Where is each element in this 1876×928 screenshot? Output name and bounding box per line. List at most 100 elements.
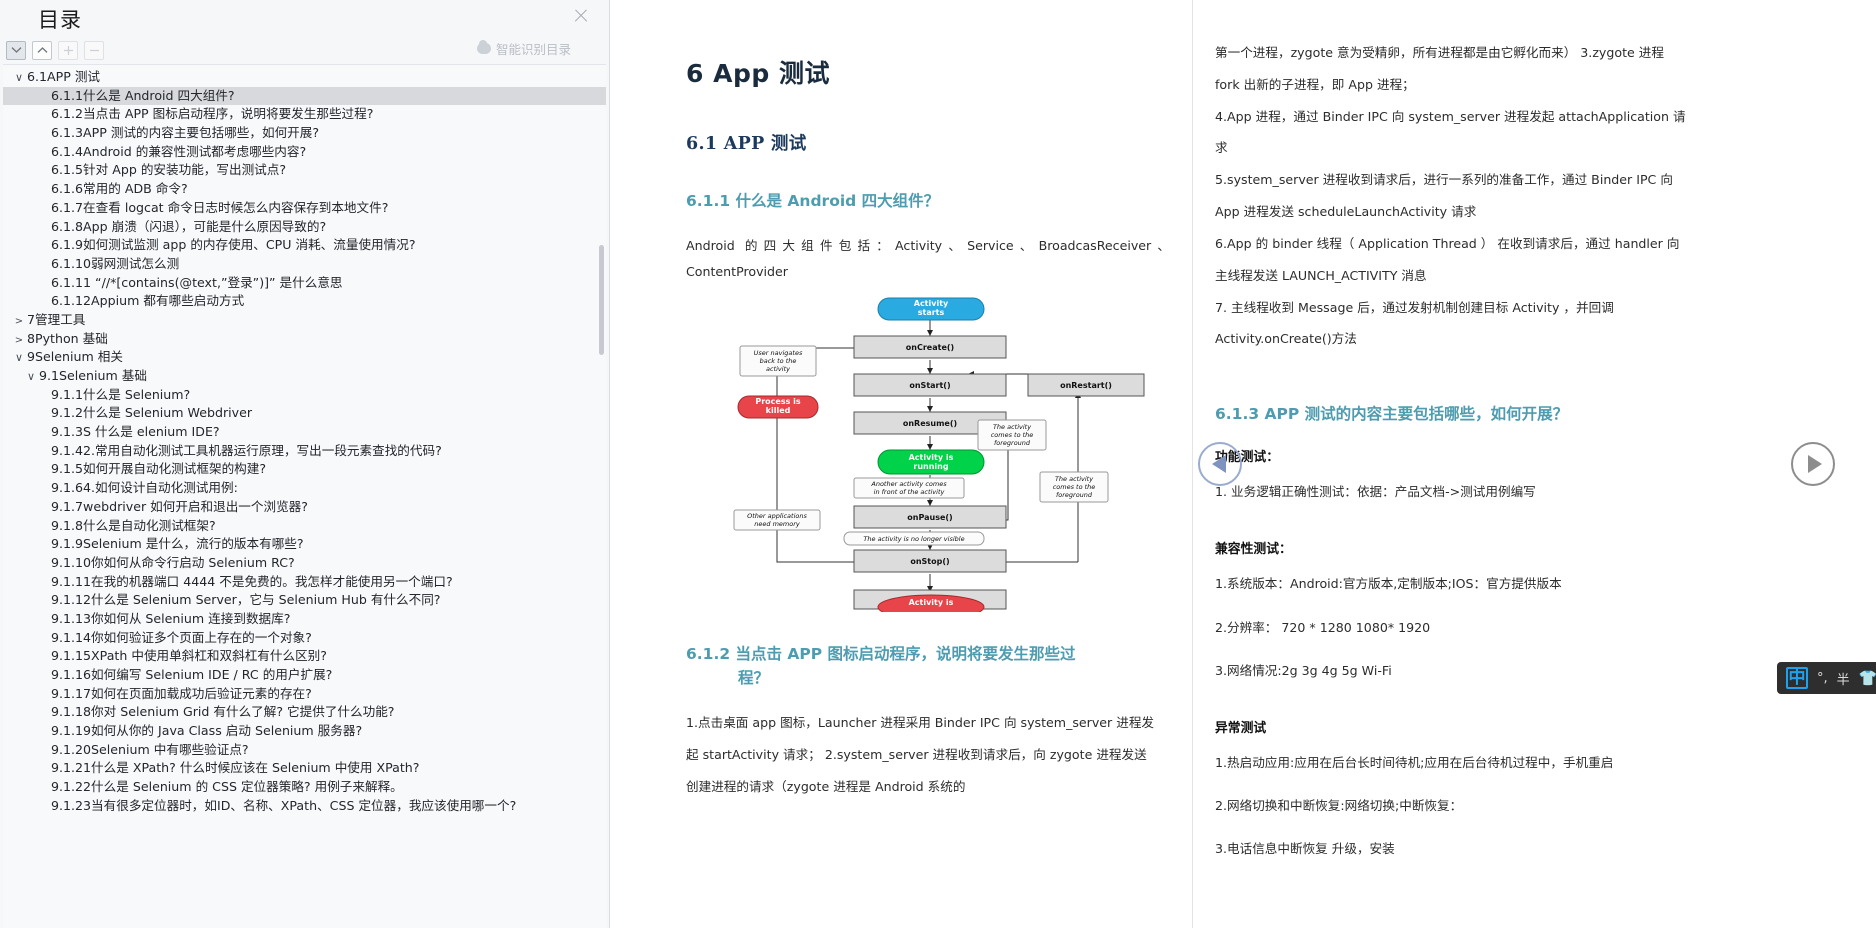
toc-item[interactable]: 9.1.8什么是自动化测试框架? (3, 517, 606, 536)
toc-item[interactable]: 9.1.17如何在页面加载成功后验证元素的存在? (3, 685, 606, 704)
toc-tree: 6.1APP 测试 6.1.1什么是 Android 四大组件? 6.1.2当点击 … (3, 65, 606, 816)
toc-item[interactable]: 6.1.12Appium 都有哪些启动方式 (3, 292, 606, 311)
chevron-down-icon[interactable] (25, 368, 37, 386)
toc-header: 目录 (0, 0, 609, 36)
toc-item[interactable]: 9.1.2什么是 Selenium Webdriver (3, 404, 606, 423)
toc-item-label: 7管理工具 (27, 311, 86, 327)
toc-item[interactable]: 7管理工具 (3, 311, 606, 330)
toc-item[interactable]: 9.1.1什么是 Selenium? (3, 386, 606, 405)
svg-text:starts: starts (918, 308, 945, 317)
toc-item-label: 9.1.19如何从你的 Java Class 启动 Selenium 服务器? (51, 723, 363, 739)
toc-item[interactable]: 9.1.22什么是 Selenium 的 CSS 定位器策略? 用例子来解释。 (3, 778, 606, 797)
toc-item[interactable]: 9.1.20Selenium 中有哪些验证点? (3, 741, 606, 760)
toc-item[interactable]: 6.1.8App 崩溃（闪退），可能是什么原因导致的? (3, 218, 606, 237)
chevron-right-icon[interactable] (13, 331, 25, 349)
toc-item[interactable]: 9.1.7webdriver 如何开启和退出一个浏览器? (3, 498, 606, 517)
toc-item-label: 9.1.18你对 Selenium Grid 有什么了解? 它提供了什么功能? (51, 704, 395, 720)
toc-item[interactable]: 6.1.10弱网测试怎么测 (3, 255, 606, 274)
toc-item[interactable]: 9.1.9Selenium 是什么，流行的版本有哪些? (3, 535, 606, 554)
toc-item-label: 9.1.10你如何从命令行启动 Selenium RC? (51, 554, 295, 570)
toc-item-label: 6.1.9如何测试监测 app 的内存使用、CPU 消耗、流量使用情况? (51, 237, 416, 253)
collapse-all-button[interactable] (6, 40, 26, 60)
page-column-right: 第一个进程，zygote 意为受精卵，所有进程都是由它孵化而来） 3.zygot… (1193, 0, 1722, 928)
toc-item-label: 9.1.14你如何验证多个页面上存在的一个对象? (51, 629, 312, 645)
toc-item[interactable]: 9.1.64.如何设计自动化测试用例: (3, 479, 606, 498)
toc-item[interactable]: 9.1.19如何从你的 Java Class 启动 Selenium 服务器? (3, 722, 606, 741)
toc-item[interactable]: 9.1.14你如何验证多个页面上存在的一个对象? (3, 629, 606, 648)
toc-item-label: 6.1.11 “//*[contains(@text,”登录”)]” 是什么意思 (51, 274, 343, 290)
expand-all-button[interactable] (32, 40, 52, 60)
toc-item-label: 6.1.3APP 测试的内容主要包括哪些，如何开展? (51, 125, 320, 141)
toc-item[interactable]: 9.1.12什么是 Selenium Server，它与 Selenium Hu… (3, 591, 606, 610)
sidebar-scrollbar-thumb[interactable] (599, 245, 604, 355)
previous-page-button[interactable] (1198, 442, 1242, 486)
page-column-left: 6 App 测试 6.1 APP 测试 6.1.1 什么是 Android 四大… (664, 0, 1193, 928)
svg-text:Another activity comes: Another activity comes (870, 480, 947, 488)
document-page: 6 App 测试 6.1 APP 测试 6.1.1 什么是 Android 四大… (664, 0, 1822, 928)
toc-item[interactable]: 9.1Selenium 基础 (3, 367, 606, 386)
toc-tree-container[interactable]: 6.1APP 测试 6.1.1什么是 Android 四大组件? 6.1.2当点击 … (3, 64, 606, 928)
toc-item[interactable]: 6.1.3APP 测试的内容主要包括哪些，如何开展? (3, 124, 606, 143)
ime-width-toggle[interactable]: 半 (1836, 672, 1850, 688)
toc-item[interactable]: 9.1.42.常用自动化测试工具机器运行原理，写出一段元素查找的代码? (3, 442, 606, 461)
paragraph-r3: 4.App 进程，通过 Binder IPC 向 system_server 进… (1215, 108, 1686, 124)
cloud-icon (476, 40, 491, 54)
toc-item[interactable]: 6.1APP 测试 (3, 68, 606, 87)
toc-item[interactable]: 9.1.5如何开展自动化测试框架的构建? (3, 460, 606, 479)
close-icon[interactable] (571, 6, 591, 26)
paragraph-r9: 7. 主线程收到 Message 后，通过发射机制创建目标 Activity ，… (1215, 299, 1614, 315)
svg-text:foreground: foreground (994, 439, 1031, 447)
compatibility-item-1: 1.系统版本：Android:官方版本,定制版本;IOS：官方提供版本 (1215, 576, 1562, 592)
svg-text:foreground: foreground (1056, 491, 1093, 499)
toc-item-label: 6.1.7在查看 logcat 命令日志时候怎么内容保存到本地文件? (51, 199, 389, 215)
toc-item-label: 9Selenium 相关 (27, 349, 123, 365)
toc-item[interactable]: 6.1.2当点击 APP 图标启动程序，说明将要发生那些过程? (3, 105, 606, 124)
smart-toc-button[interactable]: 智能识别目录 (476, 39, 571, 58)
toc-item[interactable]: 6.1.11 “//*[contains(@text,”登录”)]” 是什么意思 (3, 274, 606, 293)
indent-increase-button[interactable] (58, 40, 78, 60)
toc-item[interactable]: 6.1.7在查看 logcat 命令日志时候怎么内容保存到本地文件? (3, 199, 606, 218)
toc-item-label: 6.1.1什么是 Android 四大组件? (51, 87, 235, 103)
toc-item[interactable]: 6.1.5针对 App 的安装功能，写出测试点? (3, 161, 606, 180)
page-title: 目录 (38, 8, 82, 32)
toc-item[interactable]: 6.1.6常用的 ADB 命令? (3, 180, 606, 199)
activity-lifecycle-diagram: Activity starts onCreate() onStart() onR… (708, 292, 1148, 612)
ime-skin-icon[interactable]: 👕 (1858, 670, 1876, 687)
toc-item[interactable]: 6.1.9如何测试监测 app 的内存使用、CPU 消耗、流量使用情况? (3, 236, 606, 255)
toc-item[interactable]: 6.1.1什么是 Android 四大组件? (3, 86, 606, 106)
section-title-6-1: 6.1 APP 测试 (686, 134, 807, 154)
ime-toolbar[interactable]: 中 °, 半 👕 (1777, 662, 1876, 694)
toc-item[interactable]: 9Selenium 相关 (3, 348, 606, 367)
toc-item[interactable]: 9.1.13你如何从 Selenium 连接到数据库? (3, 610, 606, 629)
toc-item-label: 6.1APP 测试 (27, 69, 101, 84)
svg-text:comes to the: comes to the (991, 431, 1034, 439)
toc-item[interactable]: 9.1.15XPath 中使用单斜杠和双斜杠有什么区别? (3, 647, 606, 666)
toc-item[interactable]: 9.1.23当有很多定位器时，如ID、名称、XPath、CSS 定位器，我应该使… (3, 797, 606, 816)
toc-item-label: 9.1Selenium 基础 (39, 368, 147, 383)
paragraph-r7: 6.App 的 binder 线程（ Application Thread ） … (1215, 235, 1680, 251)
toc-item-label: 9.1.12什么是 Selenium Server，它与 Selenium Hu… (51, 592, 441, 608)
ime-language-toggle[interactable]: 中 (1786, 667, 1808, 689)
toc-item-label: 9.1.11在我的机器端口 4444 不是免费的。我怎样才能使用另一个端口? (51, 573, 453, 589)
spacer (1215, 701, 1700, 717)
chevron-down-icon[interactable] (13, 349, 25, 367)
toc-item[interactable]: 6.1.4Android 的兼容性测试都考虑哪些内容? (3, 143, 606, 162)
chevron-right-icon[interactable] (13, 312, 25, 330)
chevron-down-icon[interactable] (13, 69, 25, 87)
svg-text:back to the: back to the (760, 357, 797, 365)
paragraph-6-1-2-line2: 起 startActivity 请求； 2.system_server 进程收到… (686, 746, 1147, 762)
toc-item[interactable]: 9.1.3S 什么是 elenium IDE? (3, 423, 606, 442)
toc-item[interactable]: 9.1.18你对 Selenium Grid 有什么了解? 它提供了什么功能? (3, 703, 606, 722)
indent-decrease-button[interactable] (84, 40, 104, 60)
toc-item[interactable]: 9.1.10你如何从命令行启动 Selenium RC? (3, 554, 606, 573)
compatibility-item-3: 3.网络情况:2g 3g 4g 5g Wi-Fi (1215, 662, 1392, 678)
toc-item[interactable]: 9.1.11在我的机器端口 4444 不是免费的。我怎样才能使用另一个端口? (3, 573, 606, 592)
ime-punctuation-toggle[interactable]: °, (1817, 670, 1828, 686)
toc-item-label: 8Python 基础 (27, 330, 108, 346)
toc-item-label: 9.1.15XPath 中使用单斜杠和双斜杠有什么区别? (51, 648, 327, 664)
toc-item[interactable]: 9.1.21什么是 XPath? 什么时候应该在 Selenium 中使用 XP… (3, 759, 606, 778)
next-page-button[interactable] (1791, 442, 1835, 486)
toc-item[interactable]: 8Python 基础 (3, 330, 606, 349)
toc-item[interactable]: 9.1.16如何编写 Selenium IDE / RC 的用户扩展? (3, 666, 606, 685)
paragraph-r5: 5.system_server 进程收到请求后，进行一系列的准备工作，通过 Bi… (1215, 172, 1673, 188)
